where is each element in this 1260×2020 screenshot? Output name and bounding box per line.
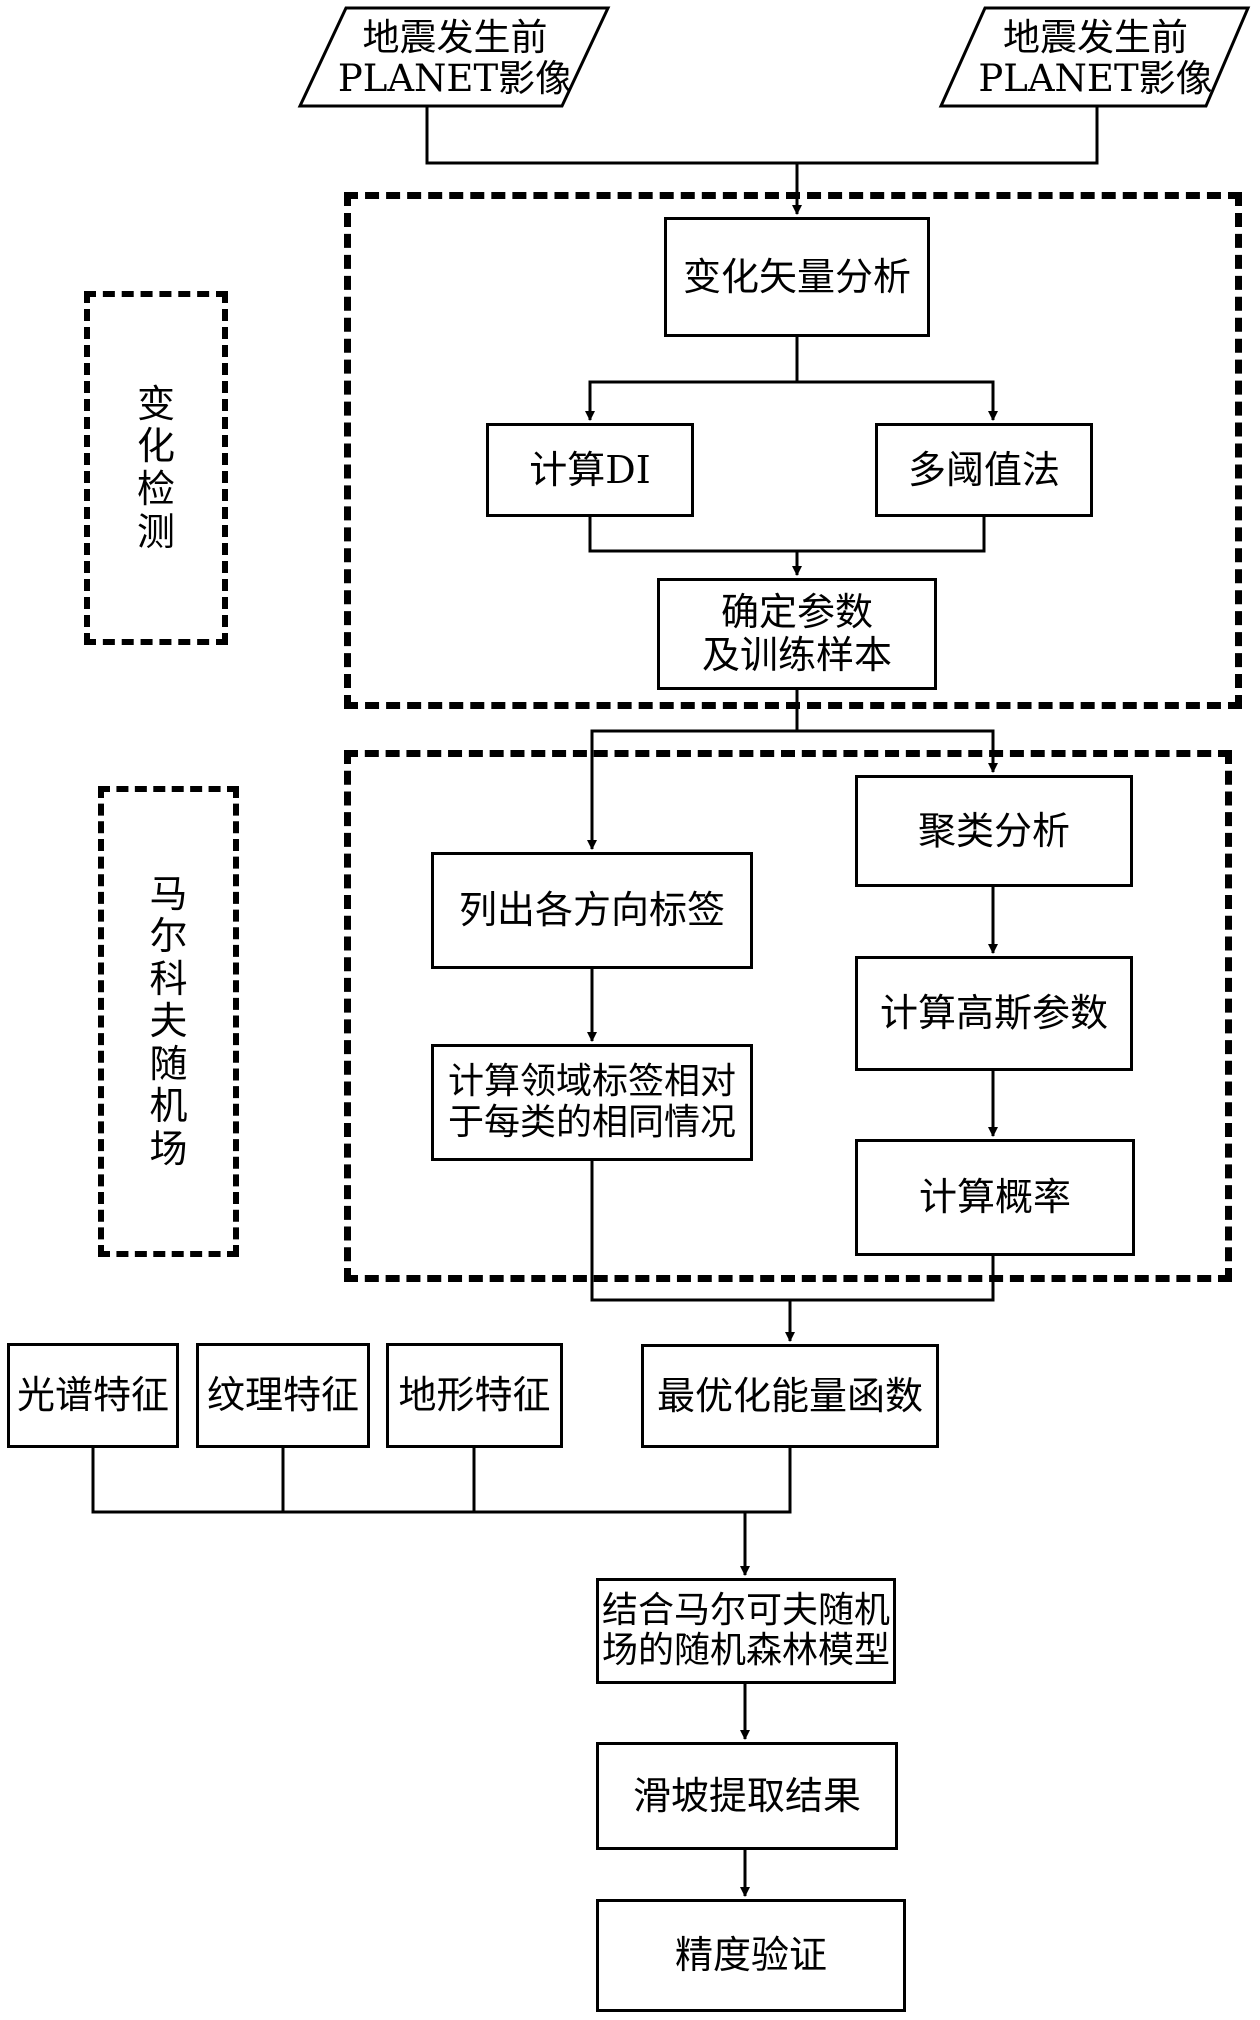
change-vector-analysis-box: 变化矢量分析 <box>664 217 930 337</box>
optimize-energy-box: 最优化能量函数 <box>641 1344 939 1448</box>
mrf-random-forest-box: 结合马尔可夫随机 场的随机森林模型 <box>596 1578 896 1684</box>
texture-feature-box: 纹理特征 <box>196 1343 370 1448</box>
probability-box: 计算概率 <box>855 1139 1135 1256</box>
change-detection-label: 变化检测 <box>84 291 228 645</box>
change-detection-group <box>344 192 1242 709</box>
input-right-label: 地震发生前 PLANET影像 <box>978 15 1213 100</box>
params-samples-box: 确定参数 及训练样本 <box>657 578 937 690</box>
landslide-result-box: 滑坡提取结果 <box>596 1742 898 1850</box>
input-left-label: 地震发生前 PLANET影像 <box>337 15 573 100</box>
input-left-shape <box>297 6 611 108</box>
list-direction-labels-box: 列出各方向标签 <box>431 852 753 969</box>
neighborhood-labels-box: 计算领域标签相对 于每类的相同情况 <box>431 1044 753 1161</box>
input-right-shape <box>938 6 1251 108</box>
mrf-group <box>344 750 1232 1282</box>
mrf-label: 马尔科夫随机场 <box>98 786 239 1257</box>
clustering-box: 聚类分析 <box>855 775 1133 887</box>
gaussian-params-box: 计算高斯参数 <box>855 956 1133 1071</box>
spectral-feature-box: 光谱特征 <box>7 1343 179 1448</box>
terrain-feature-box: 地形特征 <box>386 1343 563 1448</box>
multi-threshold-box: 多阈值法 <box>875 423 1093 517</box>
compute-di-box: 计算DI <box>486 423 694 517</box>
accuracy-validation-box: 精度验证 <box>596 1899 906 2012</box>
